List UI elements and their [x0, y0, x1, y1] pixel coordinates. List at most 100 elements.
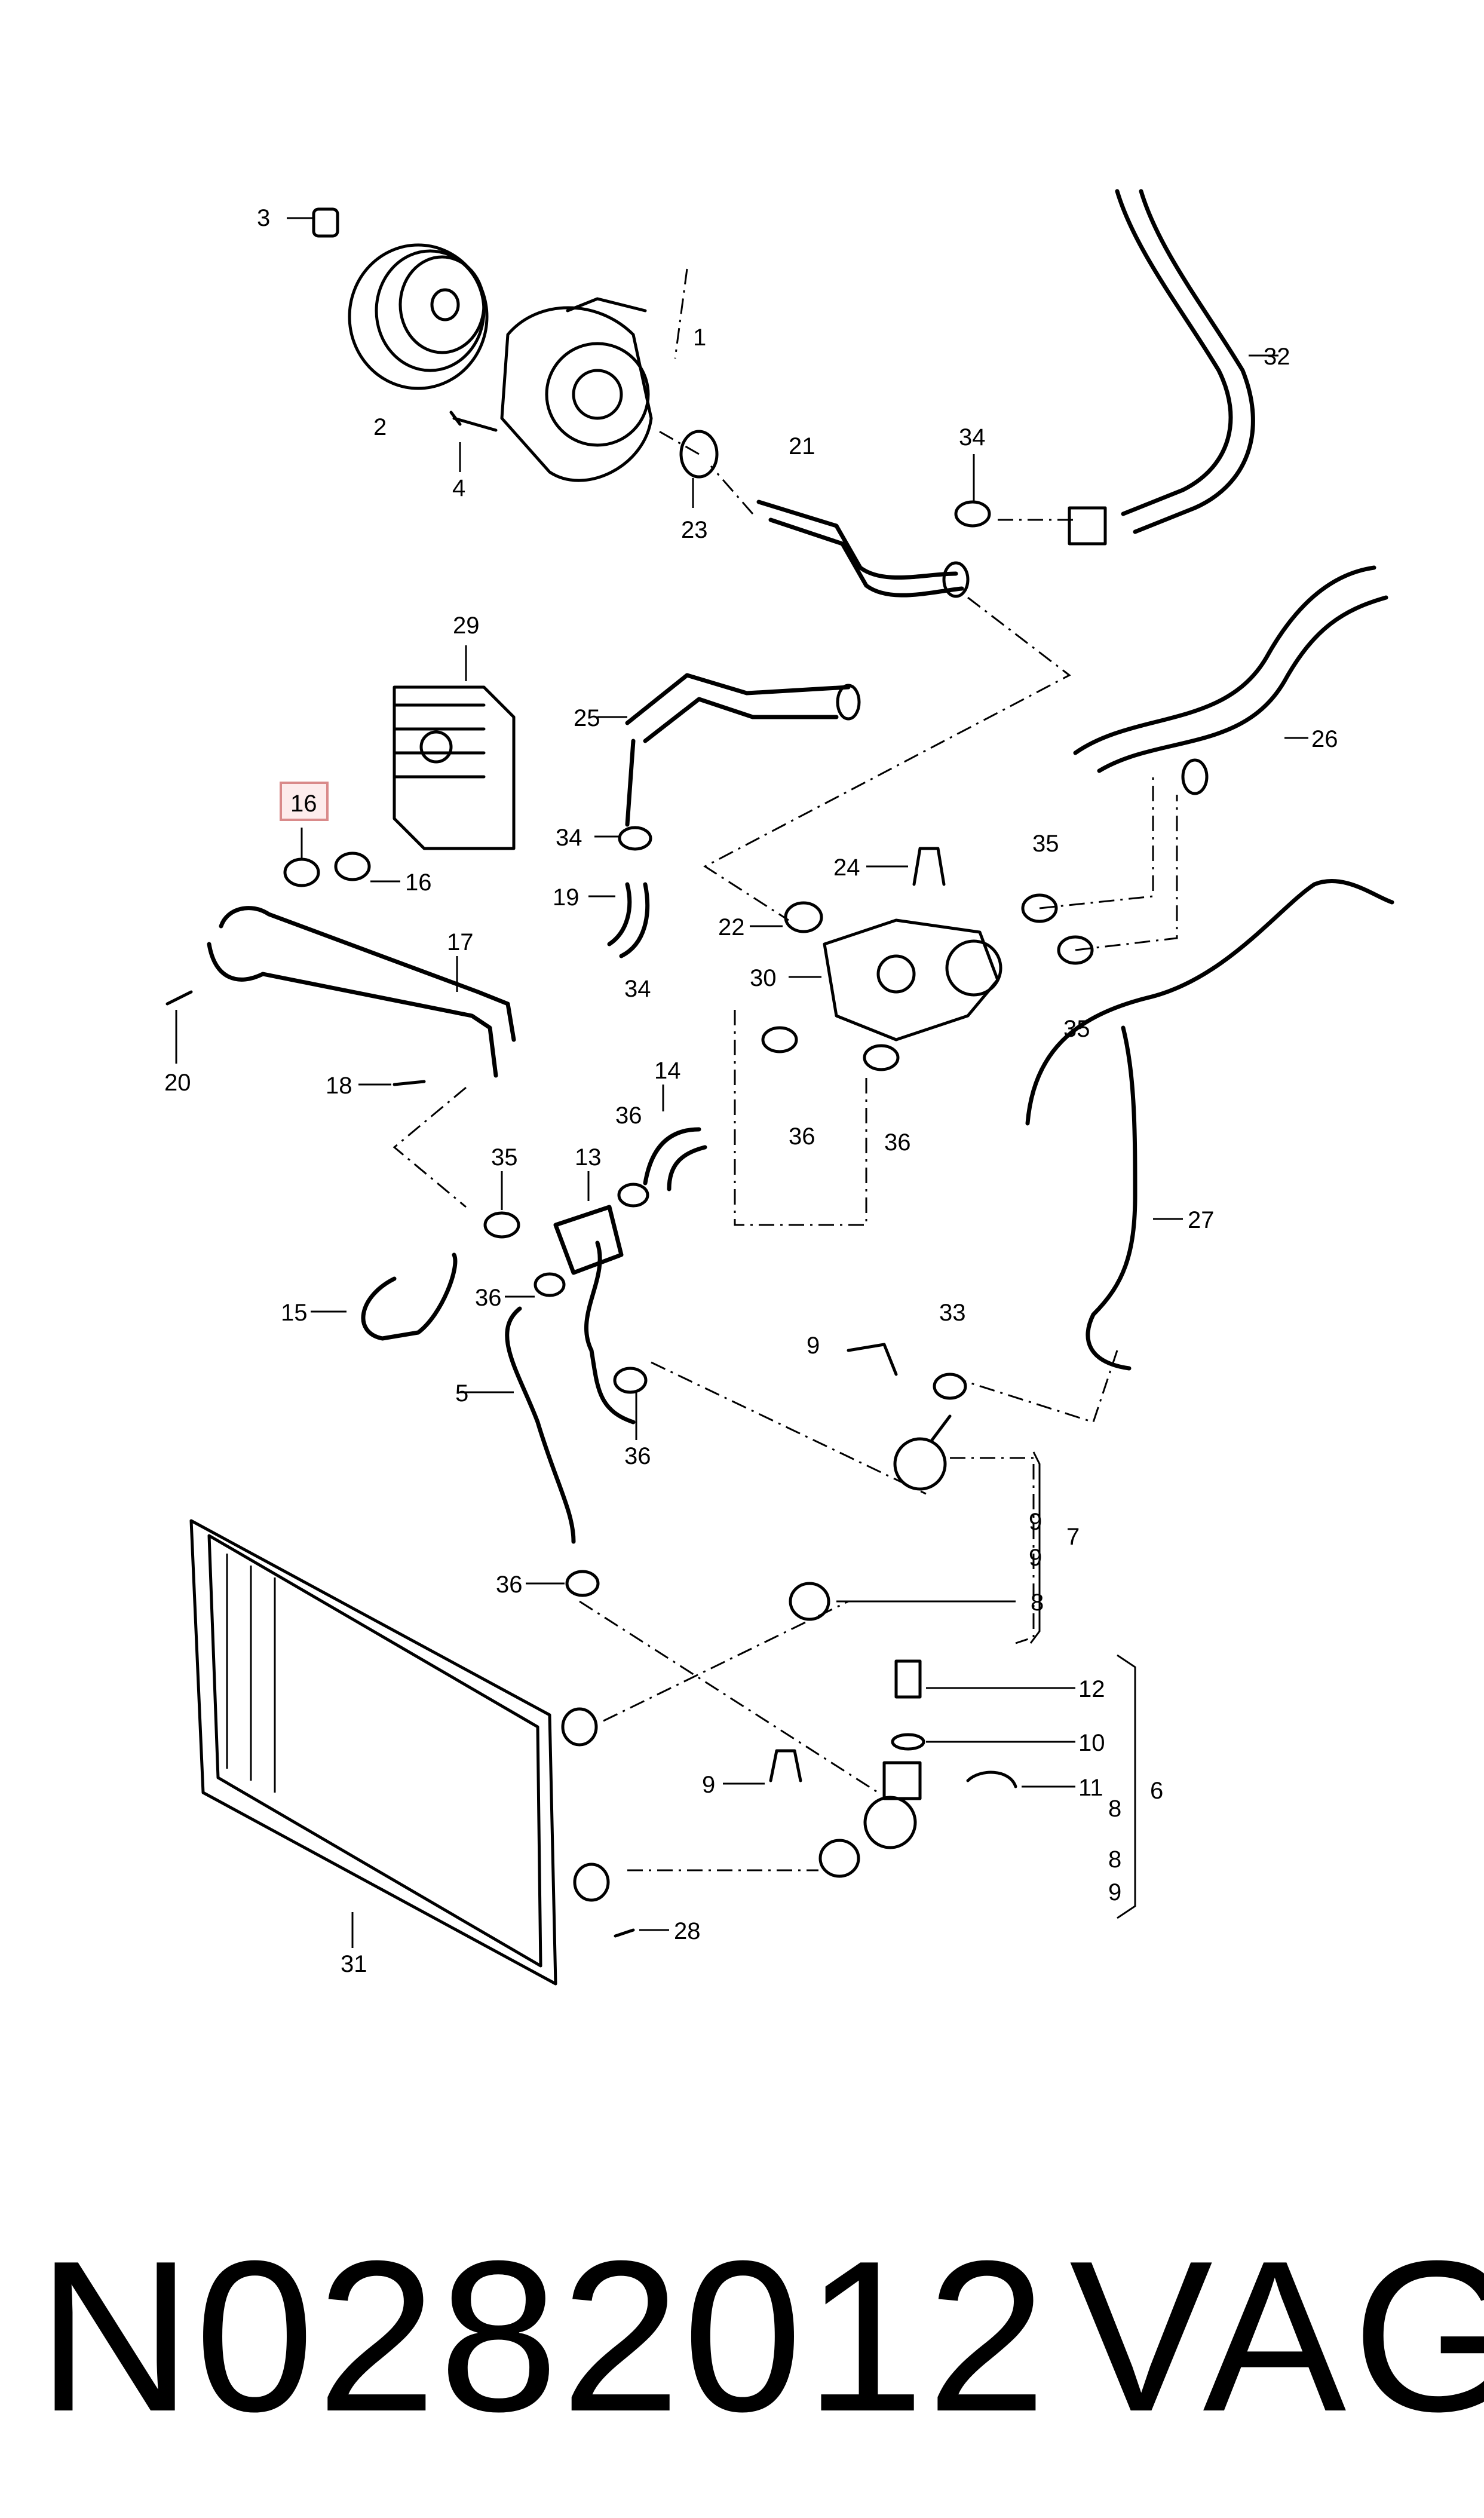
radiator-31	[189, 1519, 610, 1986]
bolt-28	[614, 1928, 669, 1938]
callout-11: 11	[1078, 1775, 1103, 1801]
assembly-lines	[393, 268, 1178, 1871]
callout-34-c: 34	[624, 976, 651, 1002]
callout-15: 15	[281, 1300, 308, 1326]
callout-36-c: 36	[884, 1129, 911, 1156]
callout-25: 25	[574, 705, 600, 731]
thermostat-housing-30	[789, 918, 1002, 1041]
callout-27: 27	[1188, 1207, 1215, 1233]
callout-8-c: 8	[1108, 1846, 1121, 1873]
hose-14	[643, 1085, 707, 1191]
callout-16-a: 16	[290, 791, 317, 817]
hose-27	[1025, 879, 1394, 1371]
hose-32	[1068, 189, 1278, 546]
clamp-36-lower	[526, 1570, 600, 1597]
clamp-34-mid	[594, 826, 652, 851]
hose-19	[588, 882, 650, 958]
callout-4: 4	[452, 475, 465, 501]
callout-9-a: 9	[807, 1332, 820, 1359]
callout-9-e: 9	[1029, 1545, 1042, 1571]
callout-9-b: 9	[1029, 1509, 1042, 1535]
pipe-21	[756, 500, 970, 598]
callout-23: 23	[681, 517, 708, 543]
callout-2: 2	[373, 414, 387, 440]
bolt-4	[449, 411, 498, 472]
clamp-35-left	[483, 1171, 520, 1239]
connector-13	[553, 1171, 624, 1275]
callout-36-f: 36	[496, 1572, 523, 1598]
callout-10: 10	[1078, 1730, 1105, 1756]
callout-5: 5	[455, 1380, 468, 1407]
hose-26	[1073, 565, 1388, 795]
callout-8-b: 8	[1108, 1796, 1121, 1822]
callout-9-d: 9	[1108, 1879, 1121, 1906]
callout-35-a: 35	[1032, 831, 1059, 857]
callout-24: 24	[833, 854, 860, 881]
bolt-20	[165, 990, 193, 1064]
connector-7	[847, 1343, 1035, 1644]
callout-9-c: 9	[702, 1772, 715, 1798]
clip-11	[966, 1770, 1075, 1788]
bracket-6	[1117, 1654, 1136, 1919]
hose-5	[460, 1240, 636, 1544]
callout-17: 17	[447, 929, 474, 955]
callout-35-b: 35	[1063, 1016, 1090, 1042]
callout-34-a: 34	[959, 424, 986, 451]
callout-6: 6	[1150, 1778, 1163, 1804]
callout-20: 20	[164, 1070, 191, 1096]
callout-36-e: 36	[624, 1443, 651, 1469]
clamps-36-left	[505, 1183, 649, 1298]
clamps-36-housing	[761, 1026, 900, 1071]
bolt-3	[287, 207, 339, 238]
hose-15	[311, 1252, 458, 1341]
callout-29: 29	[453, 612, 480, 639]
callout-12: 12	[1078, 1676, 1105, 1702]
pipe-17	[207, 906, 516, 1078]
callout-7: 7	[1066, 1524, 1080, 1550]
callout-30: 30	[750, 965, 777, 991]
seal-16-upper	[283, 828, 320, 887]
callout-1: 1	[693, 324, 706, 351]
callout-34-b: 34	[556, 825, 582, 851]
callout-18: 18	[326, 1073, 352, 1099]
callout-33: 33	[939, 1300, 966, 1326]
seal-10	[891, 1733, 1075, 1751]
seal-16-lower	[334, 851, 400, 883]
clamp-36-mid	[613, 1367, 648, 1440]
highlight-box-16	[280, 782, 329, 821]
callout-28: 28	[674, 1918, 701, 1944]
oil-cooler-29	[393, 645, 516, 850]
callout-35-c: 35	[491, 1144, 518, 1171]
seal-8-upper	[789, 1582, 1016, 1621]
brand-name: VAG	[1069, 2216, 1484, 2456]
callout-14: 14	[654, 1058, 681, 1084]
sensor-12	[894, 1659, 1075, 1699]
clamps-35-right	[1021, 893, 1094, 965]
callout-3: 3	[257, 205, 270, 231]
seal-22	[750, 901, 823, 933]
callout-labels: 1 2 3 4 5 6 7 8 8 8 9 9 9 9 9 10 11 12 1…	[164, 205, 1338, 1977]
clip-9-lower	[723, 1749, 802, 1785]
seal-23	[679, 430, 719, 508]
callout-19: 19	[553, 884, 580, 911]
pulley	[348, 243, 489, 390]
bolt-18	[358, 1080, 426, 1086]
callout-22: 22	[718, 914, 745, 941]
bracket-7	[1029, 1451, 1041, 1644]
part-number: N0282012	[37, 2216, 1049, 2456]
callout-21: 21	[789, 433, 815, 460]
connector-6	[863, 1761, 922, 1849]
clip-24	[866, 847, 946, 886]
callout-26: 26	[1311, 726, 1338, 752]
water-pump	[500, 297, 653, 482]
callout-16-b: 16	[405, 869, 432, 896]
callout-13: 13	[575, 1144, 602, 1171]
exploded-parts-diagram: 1 2 3 4 5 6 7 8 8 8 9 9 9 9 9 10 11 12 1…	[164, 189, 1394, 1986]
clamp-34-top	[954, 454, 991, 528]
seal-8-lower	[818, 1839, 860, 1878]
callout-8-a: 8	[1031, 1589, 1044, 1616]
callout-36-d: 36	[475, 1285, 502, 1311]
flange-25	[597, 673, 861, 827]
callout-32: 32	[1264, 344, 1290, 370]
callout-36-b: 36	[789, 1123, 815, 1150]
